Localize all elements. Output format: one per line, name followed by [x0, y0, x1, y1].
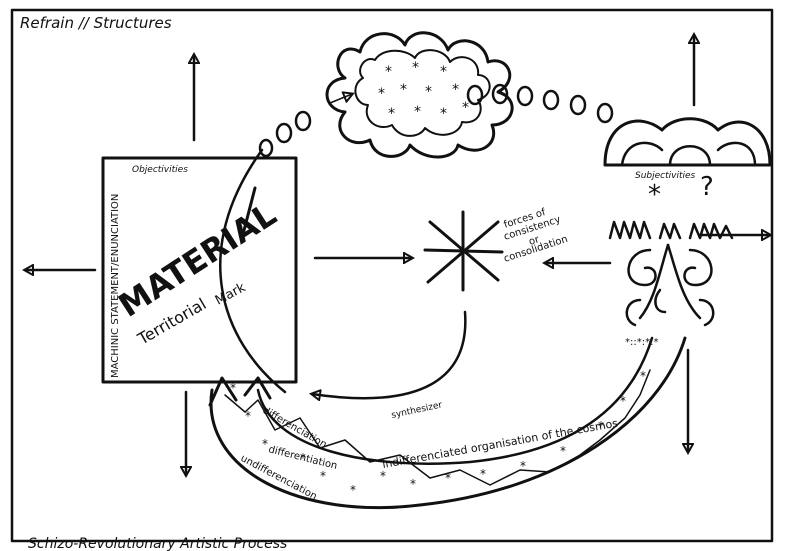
cloud-inner-shape: [354, 49, 491, 137]
svg-text:*: *: [414, 104, 421, 120]
cloud-asterisks: *** **** ****: [378, 60, 469, 122]
arc-material-curve: [219, 148, 287, 394]
svg-text:*: *: [480, 467, 486, 481]
chain-circle: [569, 94, 587, 116]
svg-text:*: *: [412, 60, 419, 76]
svg-text:*: *: [520, 459, 526, 473]
synthesizer-label: synthesizer: [391, 400, 444, 421]
svg-text:*: *: [230, 381, 236, 395]
chain-circle: [466, 84, 484, 106]
crescent-arrow-tip: [243, 376, 272, 400]
svg-text:*: *: [262, 437, 268, 451]
material-slash: [240, 186, 257, 240]
footer-text: Schizo-Revolutionary Artistic Process: [28, 536, 287, 551]
svg-text:*: *: [425, 84, 432, 100]
question-mark: ?: [700, 172, 714, 202]
crescent-inner: [256, 336, 654, 465]
cloud-pointer: [329, 94, 352, 104]
svg-text:*: *: [462, 100, 469, 116]
svg-text:*: *: [300, 451, 306, 465]
dome-shape: [603, 117, 772, 167]
crescent-stipple: *::*:*:*: [625, 337, 658, 348]
forces-label-3: or: [528, 234, 542, 248]
objectivities-label: Objectivities: [132, 165, 188, 175]
curly-figure: [625, 243, 715, 327]
synthesizer-curve: [312, 310, 467, 398]
svg-text:*: *: [400, 82, 407, 98]
dome-inner: [620, 141, 757, 167]
svg-text:*: *: [560, 444, 566, 458]
svg-text:*: *: [452, 82, 459, 98]
crescent-outer: [209, 336, 687, 510]
svg-text:*: *: [598, 419, 604, 433]
svg-text:*: *: [640, 369, 646, 383]
title-text: Refrain // Structures: [20, 14, 172, 32]
differentiation-label: differentiation: [267, 444, 338, 472]
crescent-asterisks: * * * * * * * * * * * * * * *: [230, 369, 646, 497]
central-asterisk: [423, 210, 504, 292]
svg-text:*: *: [320, 469, 326, 483]
svg-text:*: *: [445, 471, 451, 485]
subjectivities-label: Subjectivities: [635, 171, 696, 181]
chain-circle: [294, 110, 312, 132]
svg-text:*: *: [245, 409, 251, 423]
crescent-arrow-tip: [208, 376, 238, 407]
svg-text:*: *: [440, 106, 447, 122]
scribble-line: [608, 220, 734, 240]
machinic-statement-label: MACHINIC STATEMENT/ENUNCIATION: [110, 194, 121, 378]
material-box: [101, 156, 298, 384]
svg-text:*: *: [350, 483, 356, 497]
subjectivities-asterisk: *: [648, 180, 661, 210]
cloud-shape: [325, 31, 514, 159]
chain-circle: [258, 138, 274, 158]
indifferenciated-label: indifferenciated organisation of the cos…: [381, 417, 619, 471]
svg-text:*: *: [620, 394, 626, 408]
svg-text:*: *: [385, 64, 392, 80]
mark-label: Mark: [213, 280, 249, 309]
chain-circle: [542, 89, 560, 111]
svg-text:*: *: [410, 477, 416, 491]
svg-text:*: *: [380, 469, 386, 483]
crescent-zigzag: [224, 369, 651, 486]
svg-text:*: *: [440, 64, 447, 80]
svg-text:*: *: [378, 86, 385, 102]
chain-circle: [275, 122, 293, 144]
chain-circle: [491, 83, 509, 105]
svg-text:*: *: [388, 106, 395, 122]
page-border: [10, 8, 774, 543]
chain-circle: [516, 85, 534, 107]
chain-circle: [596, 102, 614, 124]
